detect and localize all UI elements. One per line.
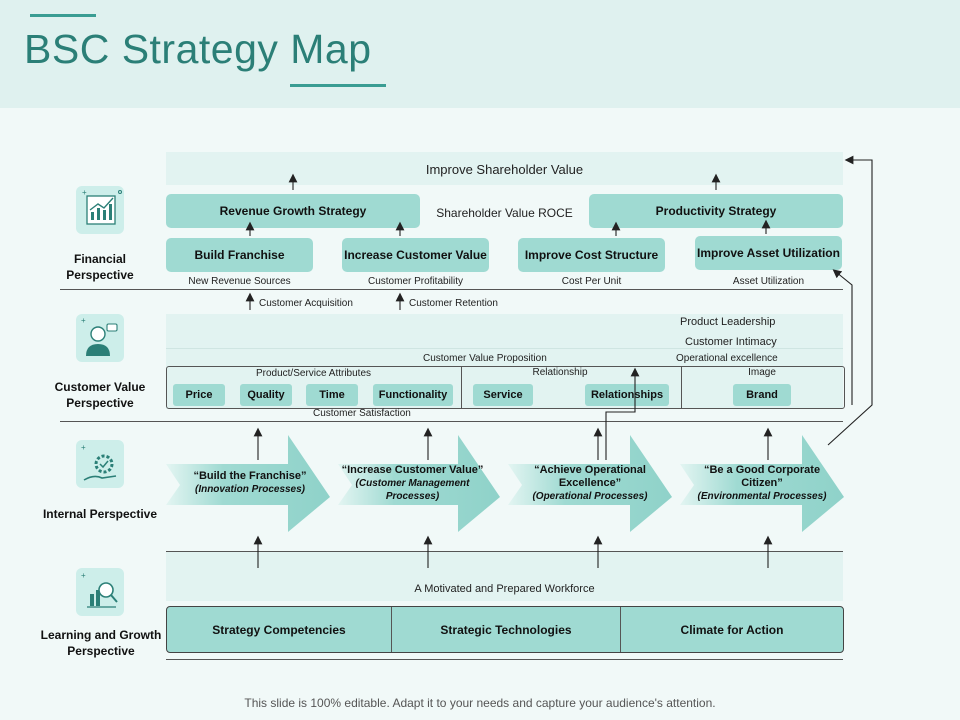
title-accent-bottom [290,84,386,87]
customer-acquisition: Customer Acquisition [259,298,353,309]
process-3-text: “Achieve Operational Excellence” (Operat… [520,464,660,503]
increase-customer-value: Increase Customer Value [342,238,489,272]
process-3-sub: (Operational Processes) [532,491,648,502]
process-2-text: “Increase Customer Value” (Customer Mana… [340,464,485,503]
learning-growth-box: Strategy Competencies Strategic Technolo… [166,606,844,653]
relationship-service: Service [473,384,533,406]
svg-text:+: + [81,443,86,452]
process-1-text: “Build the Franchise” (Innovation Proces… [180,470,320,496]
perspective-internal: Internal Perspective [42,507,158,521]
customer-separator [60,421,843,422]
improve-cost-structure: Improve Cost Structure [518,238,665,272]
page-title: BSC Strategy Map [24,26,372,72]
image-label: Image [748,367,776,378]
product-service-attributes-label: Product/Service Attributes [255,368,372,379]
metric-customer-profitability: Customer Profitability [367,276,464,287]
internal-separator [166,551,843,552]
process-3-title: “Achieve Operational Excellence” [534,464,646,489]
process-4-title: “Be a Good Corporate Citizen” [703,464,821,489]
customer-value-proposition: Customer Value Proposition [423,353,547,364]
growth-icon: + [76,568,124,616]
process-1-title: “Build the Franchise” [193,470,307,482]
metric-new-revenue-sources: New Revenue Sources [188,276,291,287]
motivated-workforce: A Motivated and Prepared Workforce [414,583,595,595]
process-4-text: “Be a Good Corporate Citizen” (Environme… [692,464,832,503]
svg-text:+: + [81,316,86,325]
customer-retention: Customer Retention [409,298,498,309]
perspective-financial: Financial Perspective [66,252,134,282]
relationship-label: Relationship [532,367,588,378]
build-franchise: Build Franchise [166,238,313,272]
strategy-competencies: Strategy Competencies [212,622,346,637]
process-2-title: “Increase Customer Value” [341,464,484,476]
chart-icon: + [76,186,124,234]
image-brand: Brand [733,384,791,406]
customer-inner-line [166,348,843,349]
perspective-customer: Customer Value Perspective [54,380,146,410]
strategic-technologies: Strategic Technologies [440,622,572,637]
process-2-sub: (Customer Management Processes) [355,478,470,502]
revenue-growth-strategy: Revenue Growth Strategy [166,194,420,228]
climate-for-action: Climate for Action [680,622,784,637]
title-banner [0,0,960,108]
productivity-strategy: Productivity Strategy [589,194,843,228]
person-icon: + [76,314,124,362]
svg-text:+: + [82,188,87,197]
attribute-functionality: Functionality [373,384,453,406]
lg-divider-1 [391,607,392,652]
shareholder-band [166,152,843,185]
customer-intimacy: Customer Intimacy [685,336,777,348]
process-arrow-2 [338,435,500,532]
workforce-band [166,551,843,601]
lg-divider-2 [620,607,621,652]
perspective-learning: Learning and Growth Perspective [40,628,162,658]
footer-note: This slide is 100% editable. Adapt it to… [244,696,716,710]
process-4-sub: (Environmental Processes) [697,491,827,502]
improve-asset-utilization: Improve Asset Utilization [695,236,842,270]
improve-shareholder-value: Improve Shareholder Value [425,162,584,177]
learning-separator [166,659,843,660]
cv-divider-2 [681,366,682,408]
attribute-price: Price [173,384,225,406]
attribute-time: Time [306,384,358,406]
value-proposition-box [166,366,845,409]
product-leadership: Product Leadership [680,316,776,328]
gear-hand-icon: + [76,440,124,488]
process-1-sub: (Innovation Processes) [194,484,306,495]
metric-asset-utilization: Asset Utilization [732,276,805,287]
cv-divider-1 [461,366,462,408]
process-arrow-3 [508,435,672,532]
svg-text:+: + [81,571,86,580]
attribute-quality: Quality [240,384,292,406]
title-accent-top [30,14,96,17]
process-arrow-4 [680,435,844,532]
customer-satisfaction: Customer Satisfaction [313,408,411,419]
financial-separator [60,289,843,290]
metric-cost-per-unit: Cost Per Unit [561,276,622,287]
operational-excellence: Operational excellence [676,353,778,364]
relationship-relationships: Relationships [585,384,669,406]
process-arrow-1 [166,435,330,532]
shareholder-value-roce: Shareholder Value ROCE [436,206,573,220]
